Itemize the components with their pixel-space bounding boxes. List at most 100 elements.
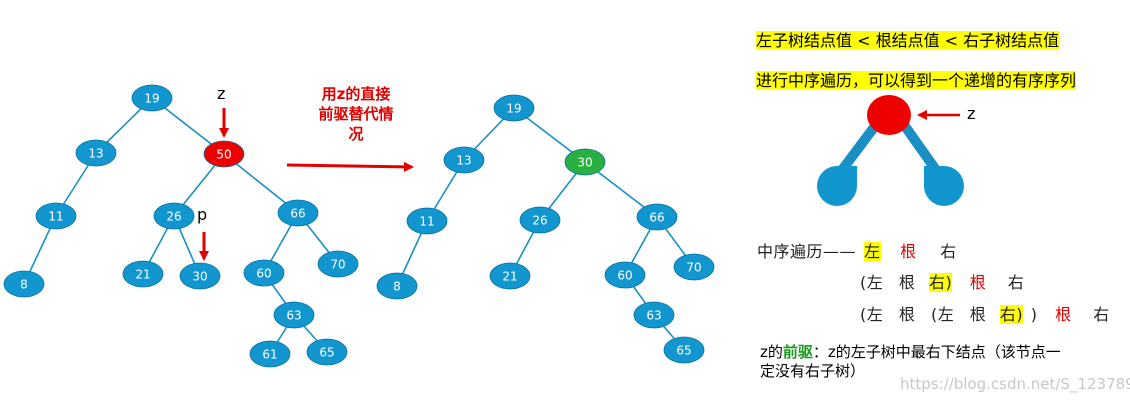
tree-node-30: 30: [564, 148, 606, 176]
tree-node-11: 11: [35, 202, 77, 230]
tree-node-50: 50: [203, 140, 245, 168]
tree-node-label: 19: [144, 92, 159, 106]
tree-node-label: 63: [646, 309, 661, 323]
schematic-left-branch: [837, 117, 883, 175]
tree-node-63: 63: [273, 301, 315, 329]
tree-node-label: 60: [617, 269, 632, 283]
tree-node-label: 65: [319, 346, 334, 360]
tree-node-label: 66: [290, 207, 305, 221]
transform-caption-line-2: 前驱替代情: [318, 105, 394, 123]
tree-node-circle: [317, 250, 359, 278]
tree-node-label: 70: [330, 258, 345, 272]
tree-node-label: 50: [216, 148, 231, 162]
tree-node-label: 61: [262, 348, 277, 362]
tree-node-66: 66: [636, 203, 678, 231]
pred-word: 前驱: [782, 343, 813, 361]
tree-node-8: 8: [376, 272, 418, 300]
z-label: z: [217, 84, 226, 103]
schematic-z-label: z: [967, 104, 976, 123]
tree-node-label: 60: [256, 267, 271, 281]
tree-node-13: 13: [443, 146, 485, 174]
tree-node-63: 63: [633, 301, 675, 329]
row1-right: 右: [940, 242, 957, 261]
row3-inner-root: 根: [969, 305, 987, 324]
row2-left: (左: [860, 273, 884, 292]
bst-rule-text: 左子树结点值 < 根结点值 < 右子树结点值: [756, 31, 1060, 50]
tree-node-26: 26: [153, 202, 195, 230]
row2-root: 根: [898, 273, 916, 292]
inorder-row-2: (左 根 右) 根 右: [860, 269, 1024, 293]
inorder-note: 进行中序遍历，可以得到一个递增的有序序列: [756, 67, 1077, 91]
row1-root: 根: [900, 242, 917, 261]
tree-node-circle: [273, 301, 315, 329]
transform-caption: 用z的直接 前驱替代情 况: [298, 84, 414, 144]
tree-node-label: 30: [192, 270, 207, 284]
tree-node-label: 8: [393, 280, 401, 294]
transform-caption-line-3: 况: [348, 125, 364, 143]
tree-node-circle: [489, 262, 531, 290]
tree-node-circle: [519, 206, 561, 234]
tree-node-label: 11: [48, 210, 63, 224]
tree-node-label: 26: [532, 214, 547, 228]
tree-node-label: 11: [419, 215, 434, 229]
tree-node-60: 60: [604, 261, 646, 289]
schematic-root-node: [867, 95, 911, 135]
row3-root: 根: [898, 305, 916, 324]
tree-node-label: 65: [676, 344, 691, 358]
inorder-title: 中序遍历——: [757, 242, 857, 261]
tree-node-circle: [35, 202, 77, 230]
tree-node-70: 70: [673, 253, 715, 281]
tree-node-21: 21: [122, 260, 164, 288]
row3-right-outer: 右: [1093, 305, 1110, 324]
schematic-right-branch: [897, 117, 941, 175]
tree-node-circle: [277, 199, 319, 227]
inorder-note-text: 进行中序遍历，可以得到一个递增的有序序列: [756, 71, 1077, 90]
tree-node-label: 70: [686, 261, 701, 275]
tree-node-circle: [636, 203, 678, 231]
predecessor-note: z的前驱：z的左子树中最右下结点（该节点一 定没有右子树）: [760, 343, 1061, 381]
row1-left: 左: [864, 242, 881, 261]
transform-caption-line-1: 用z的直接: [321, 85, 391, 103]
row3-left: (左: [860, 305, 884, 324]
tree-node-circle: [663, 336, 705, 364]
tree-node-19: 19: [493, 94, 535, 122]
tree-node-26: 26: [519, 206, 561, 234]
schematic-diagram: [817, 95, 964, 206]
pred-prefix: z的: [760, 343, 783, 361]
tree-node-circle: [406, 207, 448, 235]
tree-node-label: 30: [577, 156, 592, 170]
row2-right: 右): [928, 273, 953, 292]
row3-inner-right: 右): [999, 305, 1024, 324]
tree-node-13: 13: [75, 139, 117, 167]
tree-node-65: 65: [663, 336, 705, 364]
tree-node-circle: [243, 259, 285, 287]
tree-node-65: 65: [306, 338, 348, 366]
tree-node-61: 61: [249, 340, 291, 368]
tree-node-label: 8: [20, 278, 28, 292]
row3-root-outer: 根: [1055, 305, 1072, 324]
tree-node-circle: [3, 270, 45, 298]
tree-node-circle: [633, 301, 675, 329]
p-label: p: [197, 205, 208, 224]
tree-node-66: 66: [277, 199, 319, 227]
schematic-left-subtree: [817, 166, 857, 206]
inorder-row-1: 左 根 右: [864, 238, 957, 262]
tree-node-label: 13: [88, 147, 103, 161]
tree-node-8: 8: [3, 270, 45, 298]
tree-node-circle: [443, 146, 485, 174]
tree-node-label: 19: [506, 102, 521, 116]
tree-node-label: 66: [649, 211, 664, 225]
predecessor-line-2: 定没有右子树）: [760, 362, 866, 380]
tree-node-circle: [249, 340, 291, 368]
tree-node-label: 26: [166, 210, 181, 224]
row3-close: ): [1030, 305, 1038, 324]
tree-node-circle: [493, 94, 535, 122]
predecessor-line-1: z的前驱：z的左子树中最右下结点（该节点一: [760, 343, 1061, 362]
tree-node-label: 13: [456, 154, 471, 168]
tree-node-19: 19: [131, 84, 173, 112]
tree-node-circle: [75, 139, 117, 167]
inorder-row-3: (左 根 (左 根 右) ) 根 右: [860, 301, 1110, 325]
tree-node-30: 30: [179, 262, 221, 290]
watermark: https://blog.csdn.net/S_123789: [900, 375, 1130, 393]
